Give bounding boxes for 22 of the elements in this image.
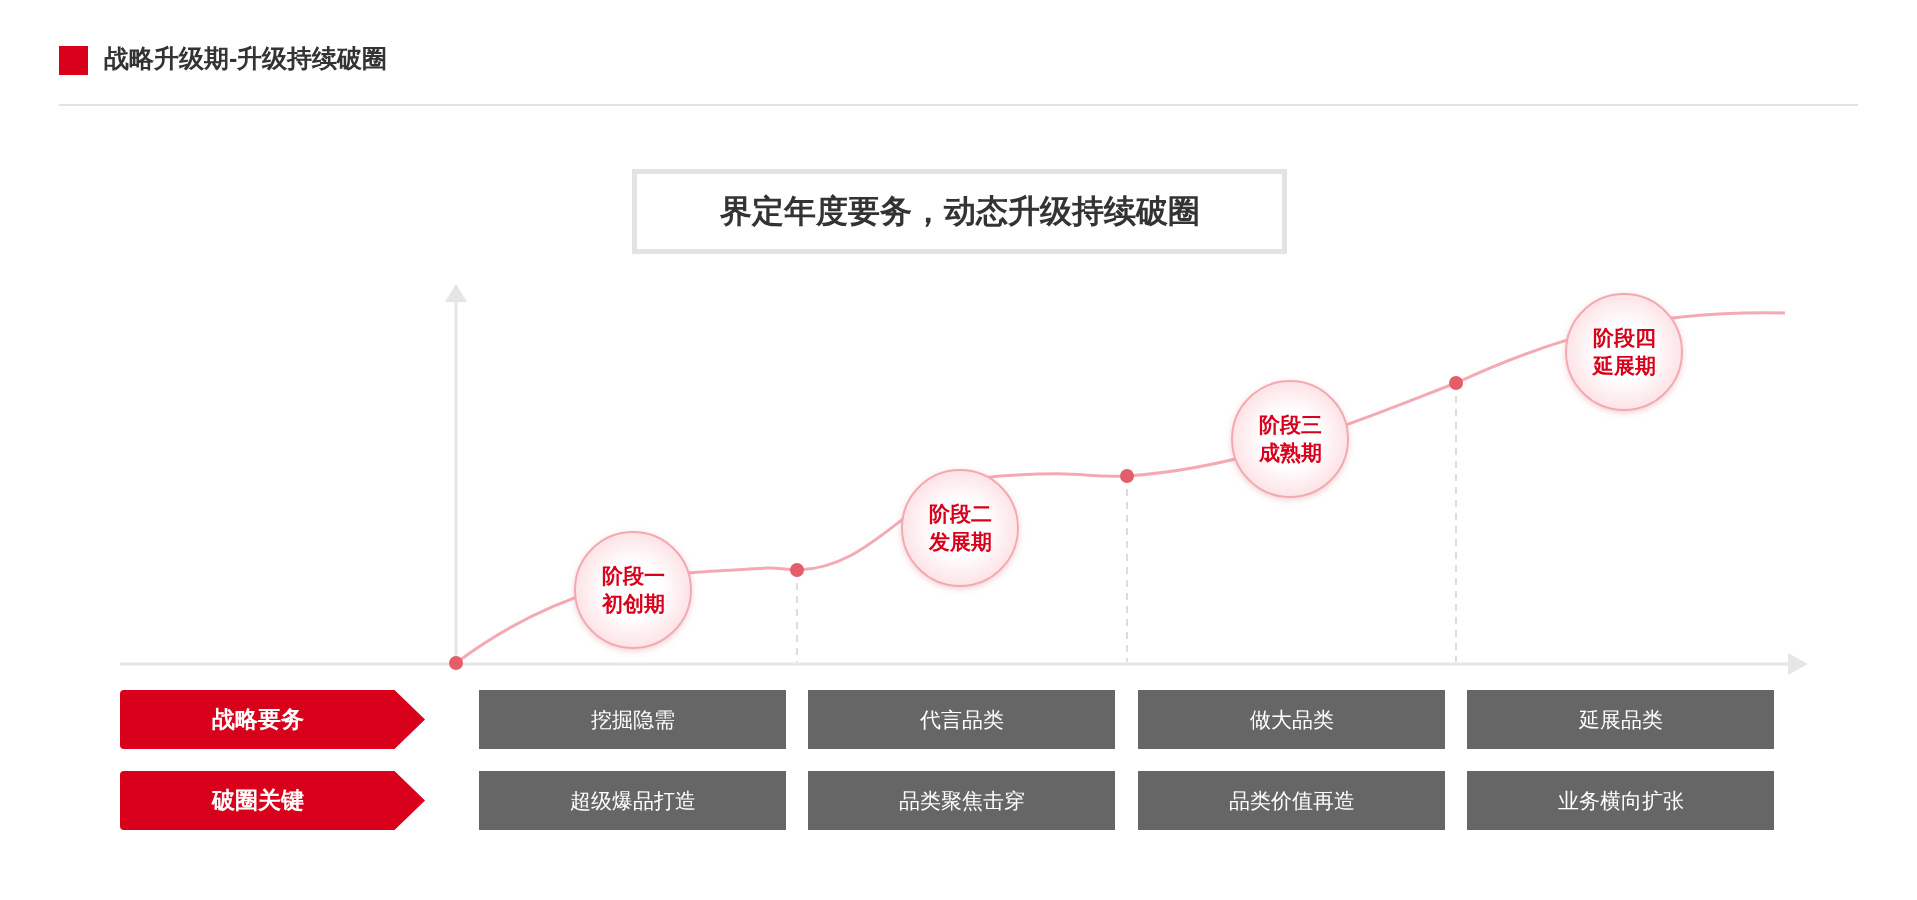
stage-number: 阶段二 bbox=[928, 500, 992, 527]
stage-name: 延展期 bbox=[1592, 353, 1656, 379]
task-cell: 超级爆品打造 bbox=[479, 771, 786, 830]
task-cell: 品类聚焦击穿 bbox=[808, 771, 1115, 830]
task-cell: 代言品类 bbox=[808, 690, 1115, 749]
row-header-tag: 破圈关键 bbox=[120, 771, 425, 830]
stage-number: 阶段四 bbox=[1592, 324, 1656, 351]
task-cell: 品类价值再造 bbox=[1138, 771, 1445, 830]
stage-number: 阶段一 bbox=[601, 562, 665, 589]
task-cell: 业务横向扩张 bbox=[1467, 771, 1774, 830]
stage-circle bbox=[1565, 293, 1683, 411]
page-title: 战略升级期-升级持续破圈 bbox=[104, 43, 388, 74]
task-cell: 挖掘隐需 bbox=[479, 690, 786, 749]
task-cell: 做大品类 bbox=[1138, 690, 1445, 749]
heading-banner: 界定年度要务，动态升级持续破圈 bbox=[632, 169, 1287, 254]
row-header-tag: 战略要务 bbox=[120, 690, 425, 749]
stage-circle bbox=[901, 469, 1019, 587]
task-cell: 延展品类 bbox=[1467, 690, 1774, 749]
stage-name: 成熟期 bbox=[1258, 440, 1322, 466]
stage-name: 初创期 bbox=[601, 591, 665, 617]
stage-name: 发展期 bbox=[928, 529, 992, 555]
stage-number: 阶段三 bbox=[1258, 411, 1322, 438]
